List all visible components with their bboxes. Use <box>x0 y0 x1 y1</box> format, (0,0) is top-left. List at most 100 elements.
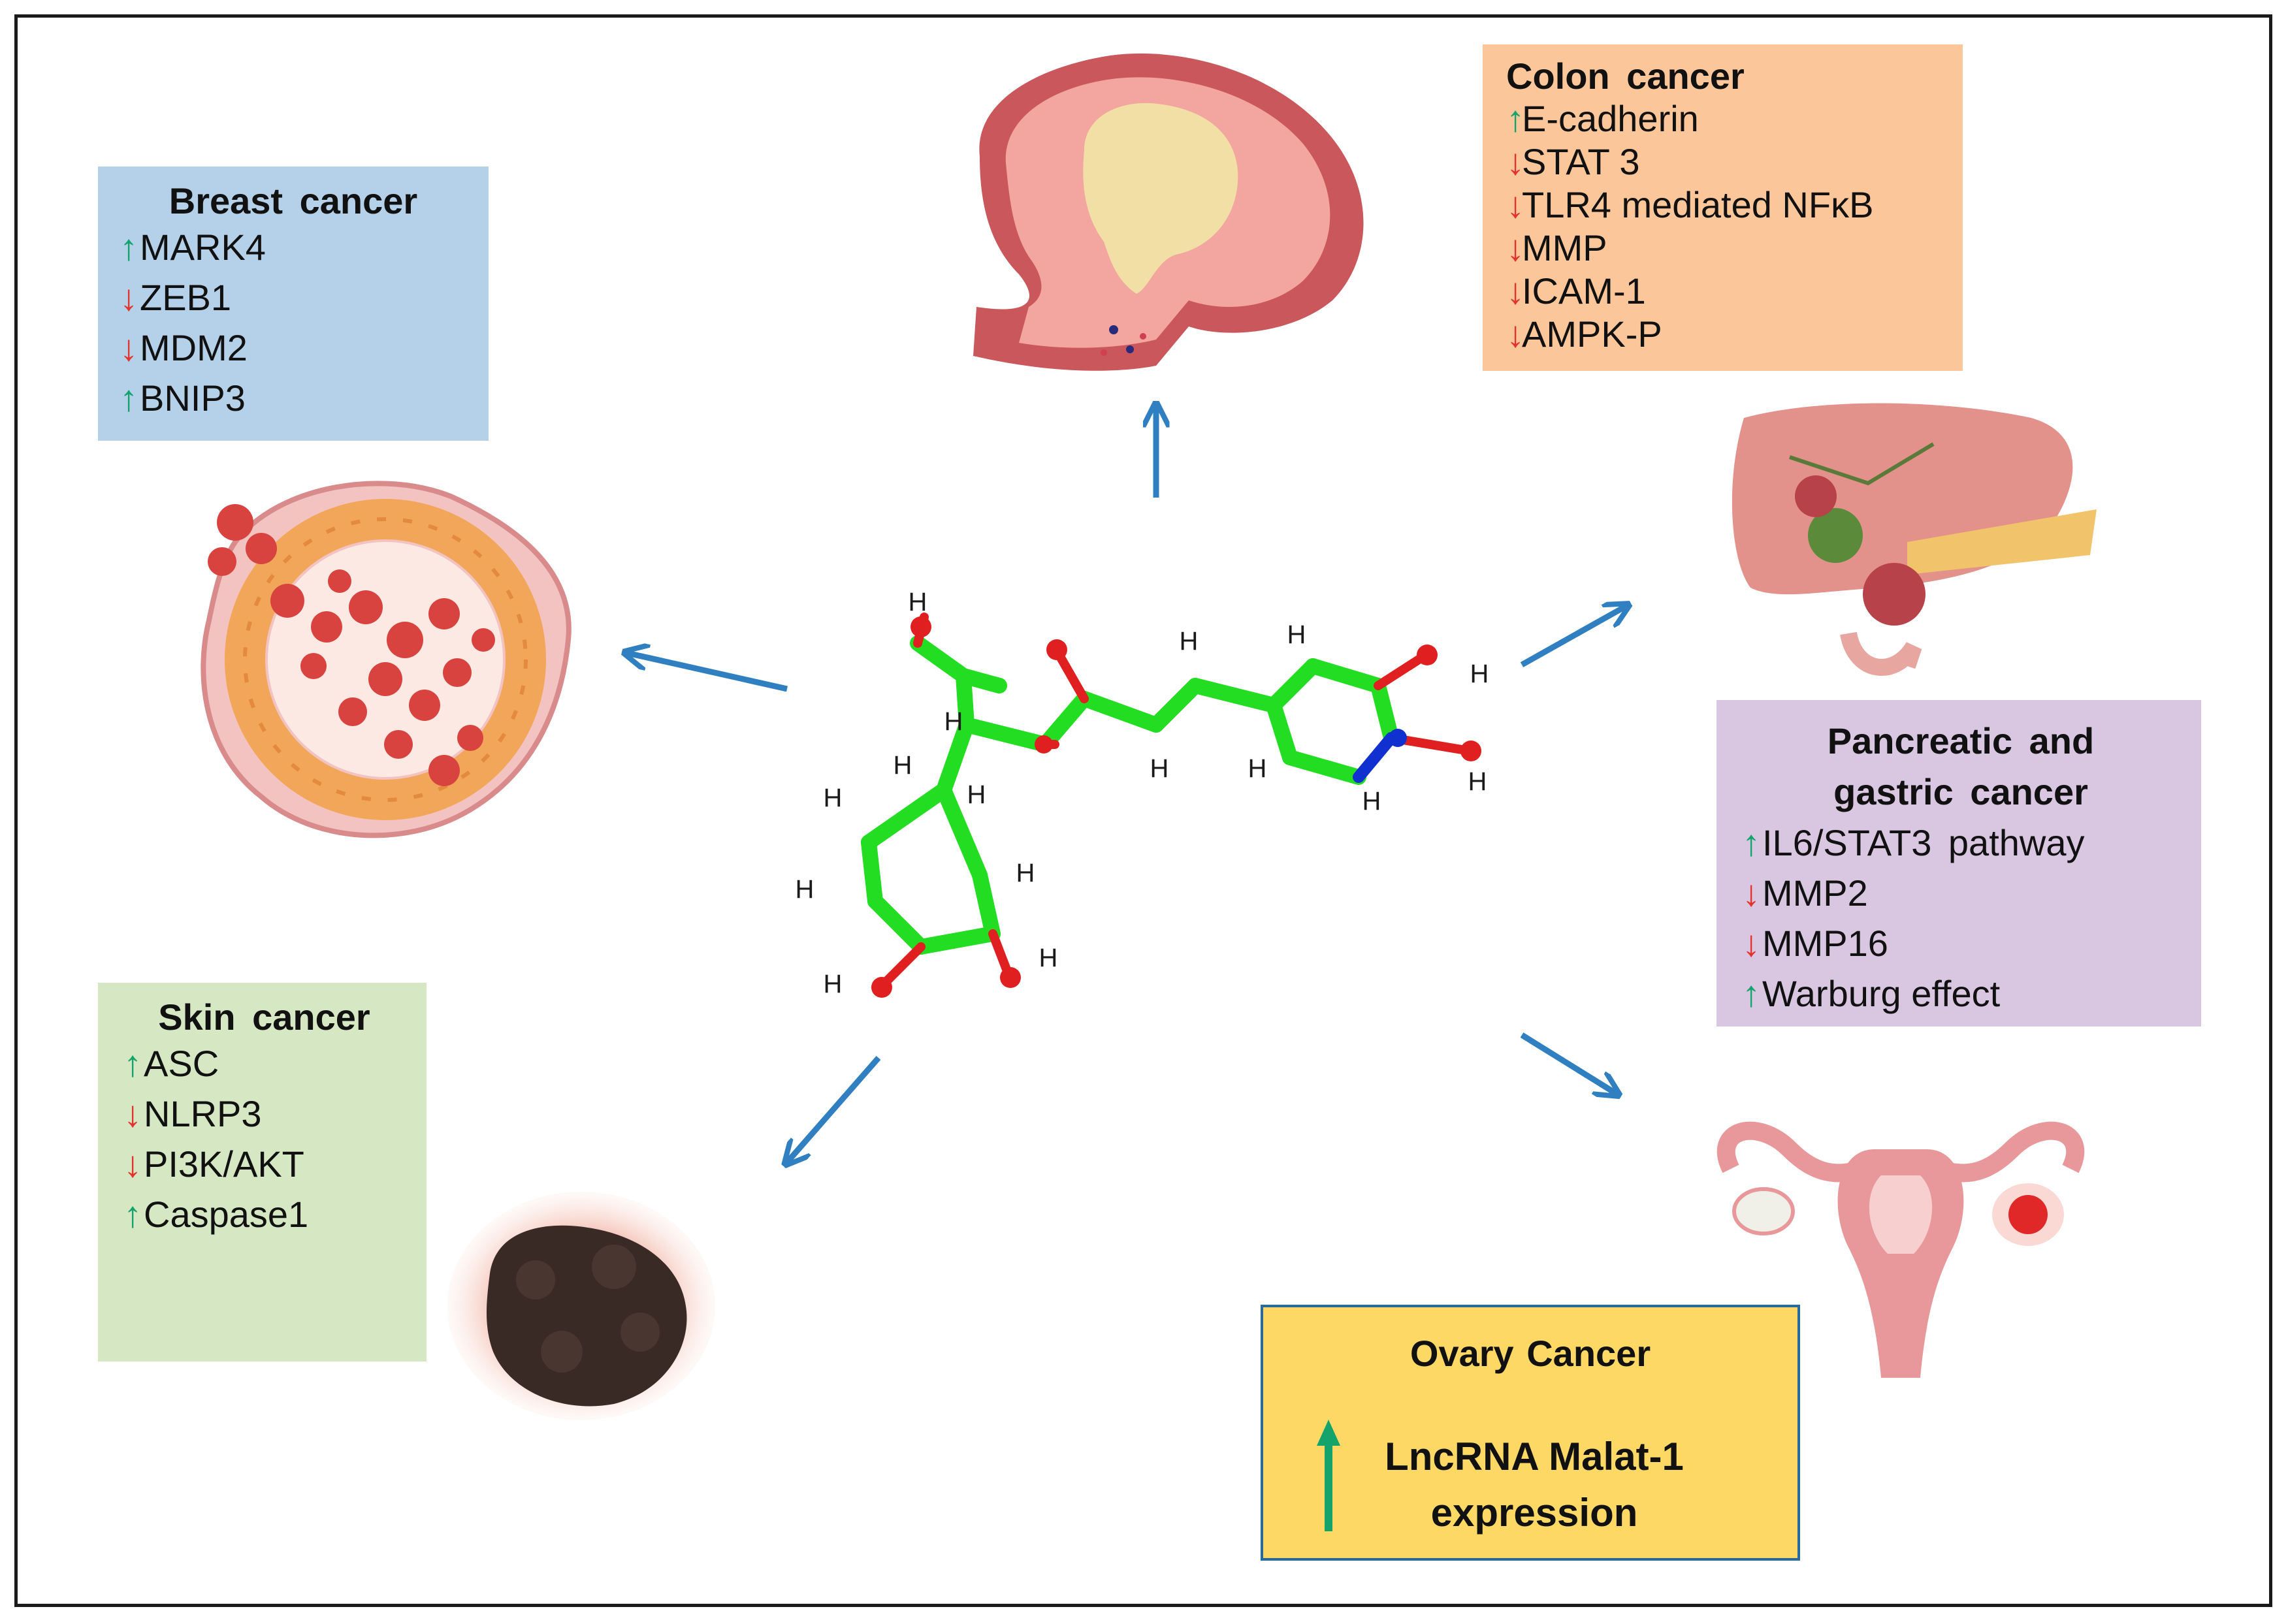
marker-label: MMP2 <box>1762 872 1868 914</box>
list-item: ↑E-cadherin <box>1506 97 1943 140</box>
skin-cancer-box: Skin cancer ↑ ASC ↓NLRP3 ↓PI3K/AKT ↑Casp… <box>98 983 427 1361</box>
down-arrow-icon: ↓ <box>1506 270 1524 311</box>
marker-label: Caspase1 <box>144 1194 309 1235</box>
list-item: ↓STAT 3 <box>1506 140 1943 183</box>
skin-cancer-title: Skin cancer <box>158 996 370 1038</box>
marker-label: BNIP3 <box>140 377 246 419</box>
list-item: ↓MDM2 <box>118 323 469 373</box>
up-arrow-icon: ↑ <box>123 1043 142 1084</box>
marker-label: NLRP3 <box>144 1093 262 1134</box>
list-item: ↓PI3K/AKT <box>121 1139 407 1189</box>
marker-label: MDM2 <box>140 327 248 368</box>
up-arrow-icon: ↑ <box>120 227 138 268</box>
marker-label: IL6/STAT3 pathway <box>1762 822 2085 863</box>
atom-h-5: H <box>824 784 843 812</box>
down-arrow-icon: ↓ <box>1506 141 1524 182</box>
atom-h-11: H <box>1150 754 1169 783</box>
up-arrow-icon: ↑ <box>120 377 138 419</box>
marker-label: Warburg effect <box>1762 973 2001 1014</box>
down-arrow-icon: ↓ <box>1506 227 1524 268</box>
up-arrow-icon: ↑ <box>1742 822 1760 863</box>
down-arrow-icon: ↓ <box>123 1143 142 1185</box>
pancreatic-cancer-list: ↑ IL6/STAT3 pathway ↓MMP2 ↓MMP16 ↑Warbur… <box>1740 818 2182 1019</box>
atom-h-1: H <box>909 588 927 616</box>
atom-h-8: H <box>1039 944 1058 972</box>
list-item: ↑Warburg effect <box>1740 968 2182 1019</box>
atom-h-13: H <box>1248 754 1267 783</box>
marker-label: ICAM-1 <box>1522 270 1646 311</box>
list-item: ↓ AMPK-P <box>1506 313 1943 356</box>
ovary-cancer-box: Ovary Cancer LncRNA Malat-1 expression <box>1261 1305 1800 1561</box>
down-arrow-icon: ↓ <box>1506 313 1524 355</box>
arrow-to-ovary <box>1520 1032 1617 1094</box>
arrow-to-pancreas <box>1520 606 1626 667</box>
skin-melanoma-icon <box>447 1192 715 1420</box>
list-item: ↓ TLR4 mediated NFκB <box>1506 183 1943 227</box>
liver-pancreas-tumor-icon <box>1732 403 2097 676</box>
ovary-body-line1: LncRNA Malat-1 <box>1385 1435 1684 1478</box>
marker-label: MARK4 <box>140 227 266 268</box>
list-item: ↑ ASC <box>121 1038 407 1089</box>
down-arrow-icon: ↓ <box>1742 923 1760 964</box>
pancreatic-title-line2: gastric cancer <box>1833 771 2088 812</box>
colon-cancer-title: Colon cancer <box>1506 56 1745 97</box>
atom-h-4: H <box>967 780 986 809</box>
list-item: ↓MMP2 <box>1740 868 2182 918</box>
breast-cancer-title: Breast cancer <box>169 180 418 221</box>
list-item: ↓ ICAM-1 <box>1506 270 1943 313</box>
marker-label: MMP <box>1522 227 1607 268</box>
connector-arrows <box>627 406 1626 1162</box>
atom-h-6: H <box>796 875 814 904</box>
atom-h-3: H <box>894 751 912 780</box>
list-item: ↓NLRP3 <box>121 1089 407 1139</box>
marker-label: E-cadherin <box>1522 98 1699 139</box>
up-arrow-icon <box>1317 1420 1340 1531</box>
ovary-cancer-title: Ovary Cancer <box>1410 1333 1651 1374</box>
marker-label: MMP16 <box>1762 923 1888 964</box>
list-item: ↓ MMP <box>1506 227 1943 270</box>
colon-cancer-box: Colon cancer ↑E-cadherin ↓STAT 3 ↓ TLR4 … <box>1483 44 1963 371</box>
up-arrow-icon: ↑ <box>1742 973 1760 1014</box>
down-arrow-icon: ↓ <box>120 277 138 318</box>
atom-h-2: H <box>944 707 963 736</box>
list-item: ↑BNIP3 <box>118 373 469 423</box>
down-arrow-icon: ↓ <box>123 1093 142 1134</box>
list-item: ↑Caspase1 <box>121 1189 407 1239</box>
arrow-to-breast <box>627 653 788 692</box>
up-arrow-icon: ↑ <box>123 1194 142 1235</box>
up-arrow-icon: ↑ <box>1506 98 1524 139</box>
breast-cancer-box: Breast cancer ↑ MARK4 ↓ZEB1 ↓MDM2 ↑BNIP3 <box>98 167 489 441</box>
marker-label: ASC <box>144 1043 219 1084</box>
down-arrow-icon: ↓ <box>120 327 138 368</box>
list-item: ↓ZEB1 <box>118 272 469 323</box>
atom-h-9: H <box>824 970 843 998</box>
breast-cancer-list: ↑ MARK4 ↓ZEB1 ↓MDM2 ↑BNIP3 <box>118 222 469 423</box>
list-item: ↑ IL6/STAT3 pathway <box>1740 818 2182 868</box>
marker-label: PI3K/AKT <box>144 1143 304 1185</box>
molecule-structure: H H H H H H H H H H H H H H H H <box>796 588 1489 998</box>
atom-h-16: H <box>1468 767 1487 796</box>
pancreatic-title-line1: Pancreatic and <box>1827 720 2095 761</box>
marker-label: AMPK-P <box>1522 313 1662 355</box>
figure-frame <box>14 14 2272 1607</box>
arrow-to-skin <box>787 1056 881 1162</box>
breast-tumor-icon <box>201 481 572 838</box>
colon-cancer-list: ↑E-cadherin ↓STAT 3 ↓ TLR4 mediated NFκB… <box>1506 97 1943 356</box>
marker-label: ZEB1 <box>140 277 232 318</box>
ovary-body-line2: expression <box>1430 1491 1638 1535</box>
atom-h-14: H <box>1362 787 1381 816</box>
down-arrow-icon: ↓ <box>1742 872 1760 914</box>
marker-label: TLR4 mediated NFκB <box>1522 184 1874 225</box>
marker-label: STAT 3 <box>1522 141 1640 182</box>
atom-h-12: H <box>1287 620 1306 649</box>
down-arrow-icon: ↓ <box>1506 184 1524 225</box>
pancreatic-gastric-cancer-box: Pancreatic and gastric cancer ↑ IL6/STAT… <box>1716 700 2201 1027</box>
skin-cancer-list: ↑ ASC ↓NLRP3 ↓PI3K/AKT ↑Caspase1 <box>121 1038 407 1239</box>
atom-h-15: H <box>1470 660 1489 688</box>
list-item: ↑ MARK4 <box>118 222 469 272</box>
list-item: ↓MMP16 <box>1740 918 2182 968</box>
atom-h-7: H <box>1016 859 1035 887</box>
atom-h-10: H <box>1180 627 1199 656</box>
ovary-cancer-body: LncRNA Malat-1 expression <box>1361 1429 1707 1541</box>
